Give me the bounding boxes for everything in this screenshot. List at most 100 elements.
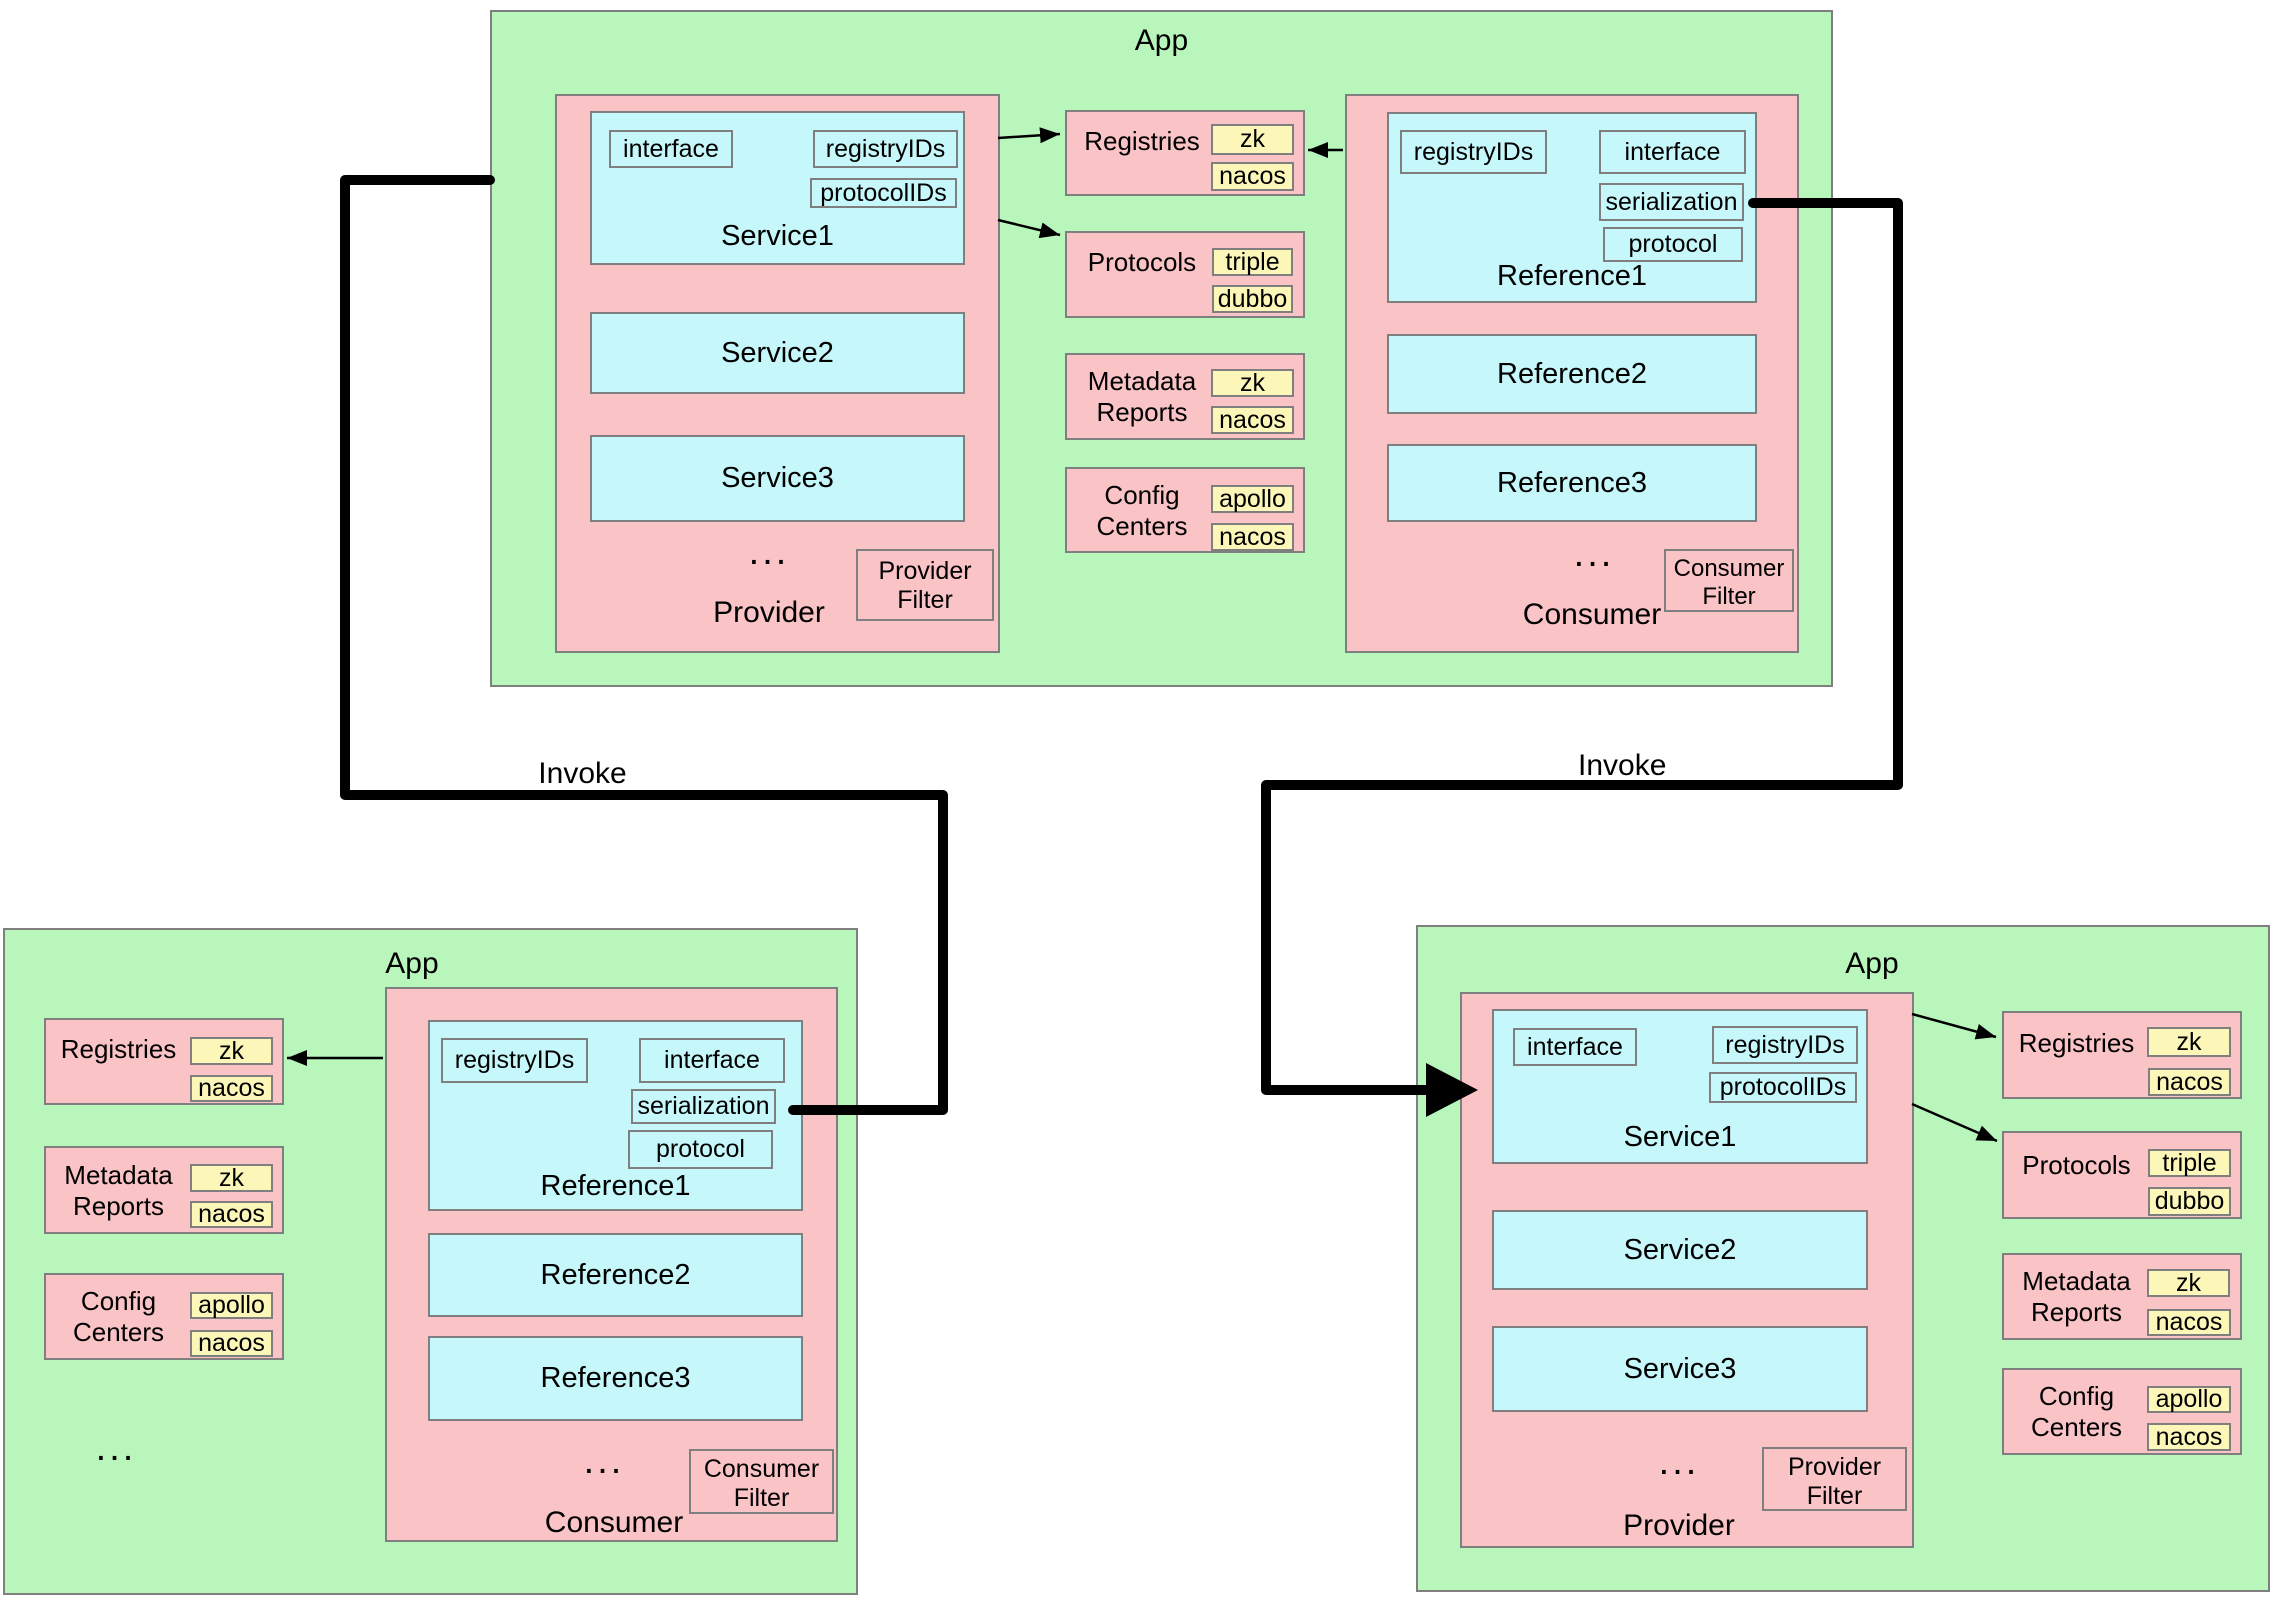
bl-reference3-box: Reference3: [428, 1336, 803, 1421]
bl-metadata-title: Metadata Reports: [46, 1160, 191, 1222]
bl-registries-title: Registries: [60, 1034, 177, 1064]
top-config-title-line1: Config: [1104, 480, 1180, 510]
bl-reference1-registryids-chip: registryIDs: [441, 1038, 588, 1083]
bl-config-title-line1: Config: [80, 1286, 157, 1316]
top-reference2-box: Reference2: [1387, 334, 1757, 414]
br-service3-label: Service3: [1623, 1352, 1737, 1385]
top-app-title: App: [1134, 24, 1189, 57]
top-consumer-box: registryIDs interface serialization prot…: [1345, 94, 1799, 653]
top-registries-title: Registries: [1084, 126, 1200, 156]
br-service1-interface-chip: interface: [1513, 1028, 1637, 1066]
top-metadata-title: Metadata Reports: [1067, 366, 1217, 428]
bl-config-box: Config Centers apollo nacos: [44, 1273, 284, 1360]
bl-reference1-label: Reference1: [540, 1170, 691, 1202]
top-provider-ellipsis: ...: [748, 531, 790, 573]
bl-reference3-label: Reference3: [540, 1362, 691, 1394]
top-service2-label: Service2: [721, 336, 834, 369]
top-service1-registryids-chip: registryIDs: [813, 130, 958, 168]
bl-consumer-filter-box: Consumer Filter: [689, 1449, 834, 1514]
top-app-container: App interface registryIDs protocolIDs Se…: [490, 10, 1833, 687]
br-service1-registryids-chip: registryIDs: [1712, 1026, 1858, 1064]
top-service1-interface-chip: interface: [609, 130, 733, 168]
invoke-right-label: Invoke: [1578, 749, 1667, 782]
bl-registries-zk-tag: zk: [190, 1037, 273, 1065]
top-config-nacos-tag: nacos: [1211, 523, 1294, 551]
bl-consumer-box: registryIDs interface serialization prot…: [385, 987, 838, 1542]
top-metadata-title-line2: Reports: [1096, 397, 1188, 427]
top-protocols-title: Protocols: [1087, 247, 1197, 277]
bl-column-ellipsis: ...: [95, 1427, 137, 1469]
bl-config-nacos-tag: nacos: [190, 1329, 273, 1357]
top-reference1-registryids-chip: registryIDs: [1400, 130, 1547, 174]
br-provider-filter-box: Provider Filter: [1762, 1447, 1907, 1511]
br-service1-label: Service1: [1623, 1121, 1737, 1153]
top-reference2-label: Reference2: [1497, 357, 1647, 390]
br-service1-protocolids-chip: protocolIDs: [1709, 1072, 1857, 1103]
br-metadata-title-line1: Metadata: [2022, 1266, 2131, 1296]
br-protocols-box: Protocols triple dubbo: [2002, 1131, 2242, 1219]
bl-registries-box: Registries zk nacos: [44, 1018, 284, 1105]
top-reference1-box: registryIDs interface serialization prot…: [1387, 112, 1757, 303]
br-metadata-title: Metadata Reports: [2004, 1266, 2149, 1328]
bl-reference2-label: Reference2: [540, 1258, 691, 1291]
bottom-right-app-container: App interface registryIDs protocolIDs Se…: [1416, 925, 2270, 1592]
br-config-box: Config Centers apollo nacos: [2002, 1368, 2242, 1455]
top-service3-box: Service3: [590, 435, 965, 522]
top-metadata-zk-tag: zk: [1211, 369, 1294, 397]
top-registries-box: Registries zk nacos: [1065, 110, 1305, 196]
top-service1-protocolids-chip: protocolIDs: [810, 178, 957, 208]
bl-metadata-zk-tag: zk: [190, 1164, 273, 1192]
bl-registries-nacos-tag: nacos: [190, 1074, 273, 1102]
bl-consumer-ellipsis: ...: [583, 1440, 625, 1482]
top-reference3-label: Reference3: [1497, 466, 1647, 499]
bl-metadata-nacos-tag: nacos: [190, 1200, 273, 1228]
top-protocols-dubbo-tag: dubbo: [1212, 285, 1293, 313]
top-config-box: Config Centers apollo nacos: [1065, 467, 1305, 553]
bl-reference1-interface-chip: interface: [639, 1038, 785, 1083]
top-registries-nacos-tag: nacos: [1211, 162, 1294, 191]
br-metadata-zk-tag: zk: [2147, 1269, 2230, 1297]
invoke-left-label: Invoke: [538, 757, 627, 790]
bottom-left-app-title: App: [385, 947, 439, 980]
br-service3-box: Service3: [1492, 1326, 1868, 1412]
bl-metadata-title-line1: Metadata: [64, 1160, 173, 1190]
br-config-nacos-tag: nacos: [2147, 1423, 2231, 1451]
br-registries-box: Registries zk nacos: [2002, 1011, 2242, 1099]
br-metadata-box: Metadata Reports zk nacos: [2002, 1253, 2242, 1340]
bl-reference1-serialization-chip: serialization: [631, 1089, 776, 1124]
br-metadata-title-line2: Reports: [2030, 1297, 2123, 1327]
bl-consumer-filter-line1: Consumer: [703, 1455, 820, 1483]
top-config-title-line2: Centers: [1096, 511, 1188, 541]
top-config-title: Config Centers: [1067, 480, 1217, 542]
bl-consumer-label: Consumer: [544, 1506, 684, 1539]
top-metadata-title-line1: Metadata: [1087, 366, 1197, 396]
br-protocols-title: Protocols: [2022, 1150, 2131, 1180]
br-config-title-line2: Centers: [2030, 1412, 2123, 1442]
br-provider-filter-line2: Filter: [1806, 1482, 1863, 1510]
top-protocols-box: Protocols triple dubbo: [1065, 231, 1305, 318]
top-service3-label: Service3: [721, 462, 834, 494]
bl-consumer-filter-line2: Filter: [733, 1484, 790, 1512]
bottom-right-app-title: App: [1845, 947, 1899, 980]
br-protocols-dubbo-tag: dubbo: [2148, 1187, 2231, 1216]
top-consumer-label: Consumer: [1522, 598, 1662, 631]
top-reference1-label: Reference1: [1497, 260, 1647, 292]
br-registries-zk-tag: zk: [2147, 1027, 2231, 1057]
bottom-left-app-container: App Registries zk nacos Metadata Reports…: [3, 928, 858, 1595]
br-config-title-line1: Config: [2038, 1381, 2115, 1411]
top-consumer-filter-line1: Consumer: [1673, 555, 1785, 582]
br-service1-box: interface registryIDs protocolIDs Servic…: [1492, 1009, 1868, 1164]
bl-reference1-protocol-chip: protocol: [628, 1130, 773, 1169]
bl-config-title: Config Centers: [46, 1286, 191, 1348]
top-metadata-box: Metadata Reports zk nacos: [1065, 353, 1305, 440]
br-metadata-nacos-tag: nacos: [2147, 1308, 2231, 1336]
br-provider-filter-line1: Provider: [1787, 1453, 1882, 1481]
top-service2-box: Service2: [590, 312, 965, 394]
bl-config-apollo-tag: apollo: [190, 1291, 273, 1319]
br-provider-label: Provider: [1623, 1509, 1735, 1542]
br-protocols-triple-tag: triple: [2148, 1149, 2231, 1177]
top-reference1-serialization-chip: serialization: [1599, 183, 1744, 221]
br-service2-label: Service2: [1623, 1233, 1737, 1266]
top-reference1-interface-chip: interface: [1599, 130, 1746, 174]
top-provider-filter-box: Provider Filter: [856, 549, 994, 621]
